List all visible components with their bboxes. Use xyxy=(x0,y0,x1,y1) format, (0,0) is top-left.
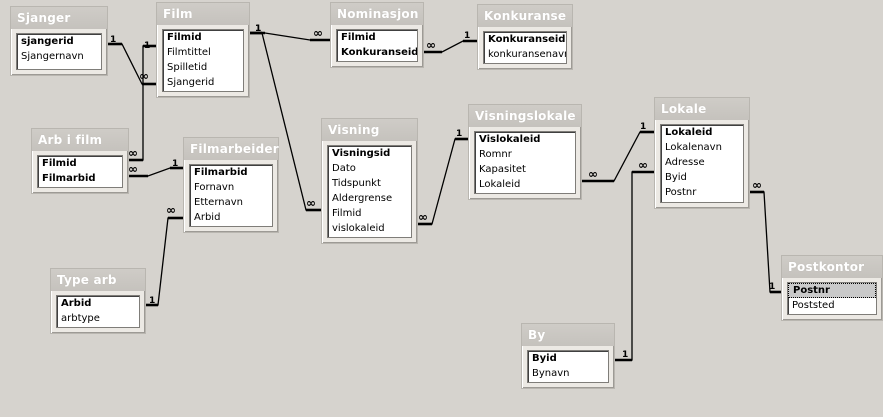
field[interactable]: Dato xyxy=(332,163,356,174)
field[interactable]: konkuransenavn xyxy=(488,49,566,60)
key-field[interactable]: Lokaleid xyxy=(665,127,713,138)
cardinality-many-label: ∞ xyxy=(752,178,762,192)
cardinality-many-label: ∞ xyxy=(128,146,138,160)
table-title[interactable]: Filmarbeider xyxy=(184,138,279,160)
field-list: Arbid arbtype xyxy=(56,295,140,328)
table-title[interactable]: Postkontor xyxy=(782,256,882,278)
table-title[interactable]: Visning xyxy=(322,119,417,141)
field[interactable]: Arbid xyxy=(194,212,221,223)
relationship-line[interactable] xyxy=(613,171,654,361)
relationship-line[interactable] xyxy=(748,191,781,293)
cardinality-one-label: 1 xyxy=(464,31,470,41)
cardinality-one-label: 1 xyxy=(149,296,155,306)
field[interactable]: Sjangerid xyxy=(167,77,215,88)
table-title[interactable]: Lokale xyxy=(655,98,749,120)
key-field[interactable]: Filmid xyxy=(167,32,202,43)
cardinality-one-label: 1 xyxy=(640,122,646,132)
cardinality-one-label: 1 xyxy=(255,24,261,34)
table-title[interactable]: Visningslokale xyxy=(469,105,581,127)
field[interactable]: Bynavn xyxy=(532,368,570,379)
field[interactable]: Lokaleid xyxy=(479,179,521,190)
table-title[interactable]: By xyxy=(522,324,614,346)
field[interactable]: Byid xyxy=(665,172,687,183)
cardinality-one-label: 1 xyxy=(172,159,178,169)
table-title[interactable]: Sjanger xyxy=(11,7,107,29)
key-field[interactable]: Filmarbid xyxy=(194,167,248,178)
key-field[interactable]: Konkuranseid xyxy=(341,47,417,58)
key-field[interactable]: Visningsid xyxy=(332,148,391,159)
key-field[interactable]: Filmarbid xyxy=(42,173,96,184)
field[interactable]: Sjangernavn xyxy=(21,51,84,62)
cardinality-many-label: ∞ xyxy=(418,210,428,224)
key-field[interactable]: Postnr xyxy=(788,283,876,298)
cardinality-many-label: ∞ xyxy=(313,26,323,40)
table-title[interactable]: Nominasjon xyxy=(331,3,423,25)
field[interactable]: Adresse xyxy=(665,157,705,168)
key-field[interactable]: Filmid xyxy=(42,158,77,169)
table-title[interactable]: Film xyxy=(157,3,249,25)
key-field[interactable]: Vislokaleid xyxy=(479,134,541,145)
field[interactable]: arbtype xyxy=(61,313,100,324)
field[interactable]: Romnr xyxy=(479,149,512,160)
cardinality-one-label: 1 xyxy=(622,350,628,360)
field[interactable]: Lokalenavn xyxy=(665,142,722,153)
field[interactable]: Kapasitet xyxy=(479,164,526,175)
cardinality-one-label: 1 xyxy=(456,129,462,139)
key-field[interactable]: Filmid xyxy=(341,32,376,43)
key-field[interactable]: Konkuranseid xyxy=(488,34,566,45)
field[interactable]: Poststed xyxy=(792,300,835,311)
table-title[interactable]: Arb i film xyxy=(32,129,128,151)
field[interactable]: Aldergrense xyxy=(332,193,393,204)
cardinality-many-label: ∞ xyxy=(139,69,149,83)
field[interactable]: Etternavn xyxy=(194,197,243,208)
cardinality-one-label: 1 xyxy=(255,24,261,34)
cardinality-many-label: ∞ xyxy=(426,38,436,52)
cardinality-many-label: ∞ xyxy=(166,203,176,217)
field[interactable]: Tidspunkt xyxy=(332,178,381,189)
table-title[interactable]: Konkuranse xyxy=(478,5,572,27)
field[interactable]: Filmtittel xyxy=(167,47,211,58)
field[interactable]: vislokaleid xyxy=(332,223,385,234)
field[interactable]: Postnr xyxy=(665,187,697,198)
cardinality-many-label: ∞ xyxy=(128,162,138,176)
field-list: Konkuranseid konkuransenavn xyxy=(483,31,567,64)
cardinality-one-label: 1 xyxy=(110,35,116,45)
field[interactable]: Spilletid xyxy=(167,62,208,73)
cardinality-one-label: 1 xyxy=(144,41,150,51)
key-field[interactable]: Arbid xyxy=(61,298,92,309)
key-field[interactable]: Byid xyxy=(532,353,557,364)
relationship-line[interactable] xyxy=(144,217,183,306)
cardinality-many-label: ∞ xyxy=(638,158,648,172)
field[interactable]: Filmid xyxy=(332,208,362,219)
table-title[interactable]: Type arb xyxy=(51,269,145,291)
key-field[interactable]: sjangerid xyxy=(21,36,74,47)
cardinality-many-label: ∞ xyxy=(306,196,316,210)
cardinality-one-label: 1 xyxy=(769,282,775,292)
field[interactable]: Fornavn xyxy=(194,182,235,193)
cardinality-many-label: ∞ xyxy=(588,167,598,181)
